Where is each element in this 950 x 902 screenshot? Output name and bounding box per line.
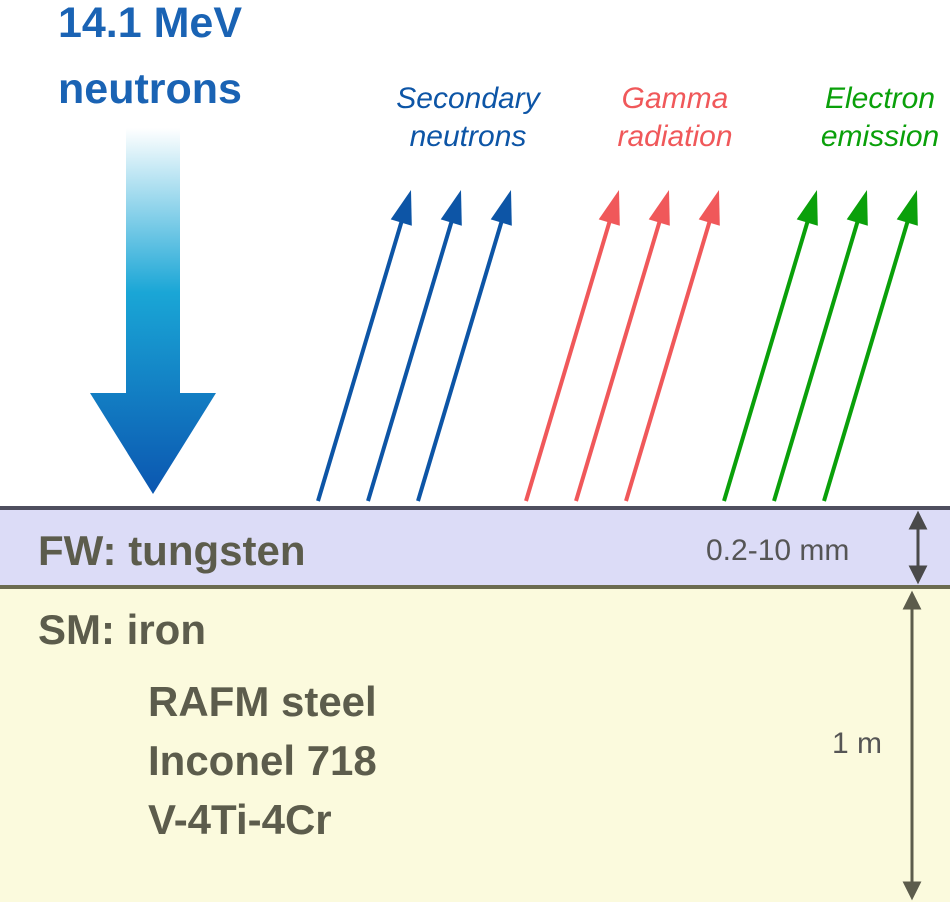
electron-emission-line-1: Electron xyxy=(824,82,936,115)
gamma-radiation-line-1: Gamma xyxy=(621,82,729,115)
secondary-neutron-arrow-head xyxy=(440,190,462,226)
electron-emission-label: Electron emission xyxy=(780,80,950,156)
secondary-neutron-arrow xyxy=(316,218,405,502)
secondary-neutron-arrow xyxy=(416,218,505,502)
incident-line-2: neutrons xyxy=(58,65,242,113)
electron-arrow-head xyxy=(896,190,918,226)
incident-neutrons-label: 14.1 MeV neutrons xyxy=(0,0,300,122)
material-item: Inconel 718 xyxy=(148,737,377,784)
secondary-neutron-arrow xyxy=(366,218,455,502)
electron-arrow-head xyxy=(796,190,818,226)
incident-line-1: 14.1 MeV xyxy=(57,0,243,47)
gamma-radiation-label: Gamma radiation xyxy=(580,80,770,156)
structural-thickness: 1 m xyxy=(832,727,883,760)
electron-arrow xyxy=(772,218,861,502)
electron-emission-line-2: emission xyxy=(820,120,940,153)
structural-material-label: SM: iron xyxy=(38,606,206,653)
material-item: RAFM steel xyxy=(148,678,377,725)
structural-dimension-arrow xyxy=(902,590,922,901)
electron-arrow xyxy=(822,218,911,502)
first-wall-label: FW: tungsten xyxy=(38,527,306,574)
gamma-ray-arrow-head xyxy=(598,190,620,226)
secondary-neutrons-line-1: Secondary xyxy=(396,82,540,115)
gamma-ray-arrow-head xyxy=(698,190,720,226)
gamma-radiation-line-2: radiation xyxy=(617,120,733,153)
structural-material-layer xyxy=(0,587,950,902)
gamma-ray-arrow-head xyxy=(648,190,670,226)
first-wall-thickness: 0.2-10 mm xyxy=(706,534,850,567)
electron-arrow-head xyxy=(846,190,868,226)
incident-neutron-arrow xyxy=(90,128,216,494)
first-wall-top-boundary xyxy=(0,506,950,510)
first-wall-dimension-arrow xyxy=(908,510,928,585)
first-wall-layer xyxy=(0,507,950,587)
secondary-neutron-arrow-head xyxy=(490,190,512,226)
gamma-ray-arrow xyxy=(574,218,663,502)
gamma-ray-arrow xyxy=(624,218,713,502)
secondary-neutron-arrow-head xyxy=(390,190,412,226)
secondary-neutrons-label: Secondary neutrons xyxy=(358,80,578,156)
gamma-ray-arrow xyxy=(524,218,613,502)
electron-arrow xyxy=(722,218,811,502)
structural-material-list: RAFM steel Inconel 718 V-4Ti-4Cr xyxy=(148,672,377,849)
secondary-neutrons-line-2: neutrons xyxy=(409,120,527,153)
layer-boundary xyxy=(0,585,950,589)
material-item: V-4Ti-4Cr xyxy=(148,796,332,843)
